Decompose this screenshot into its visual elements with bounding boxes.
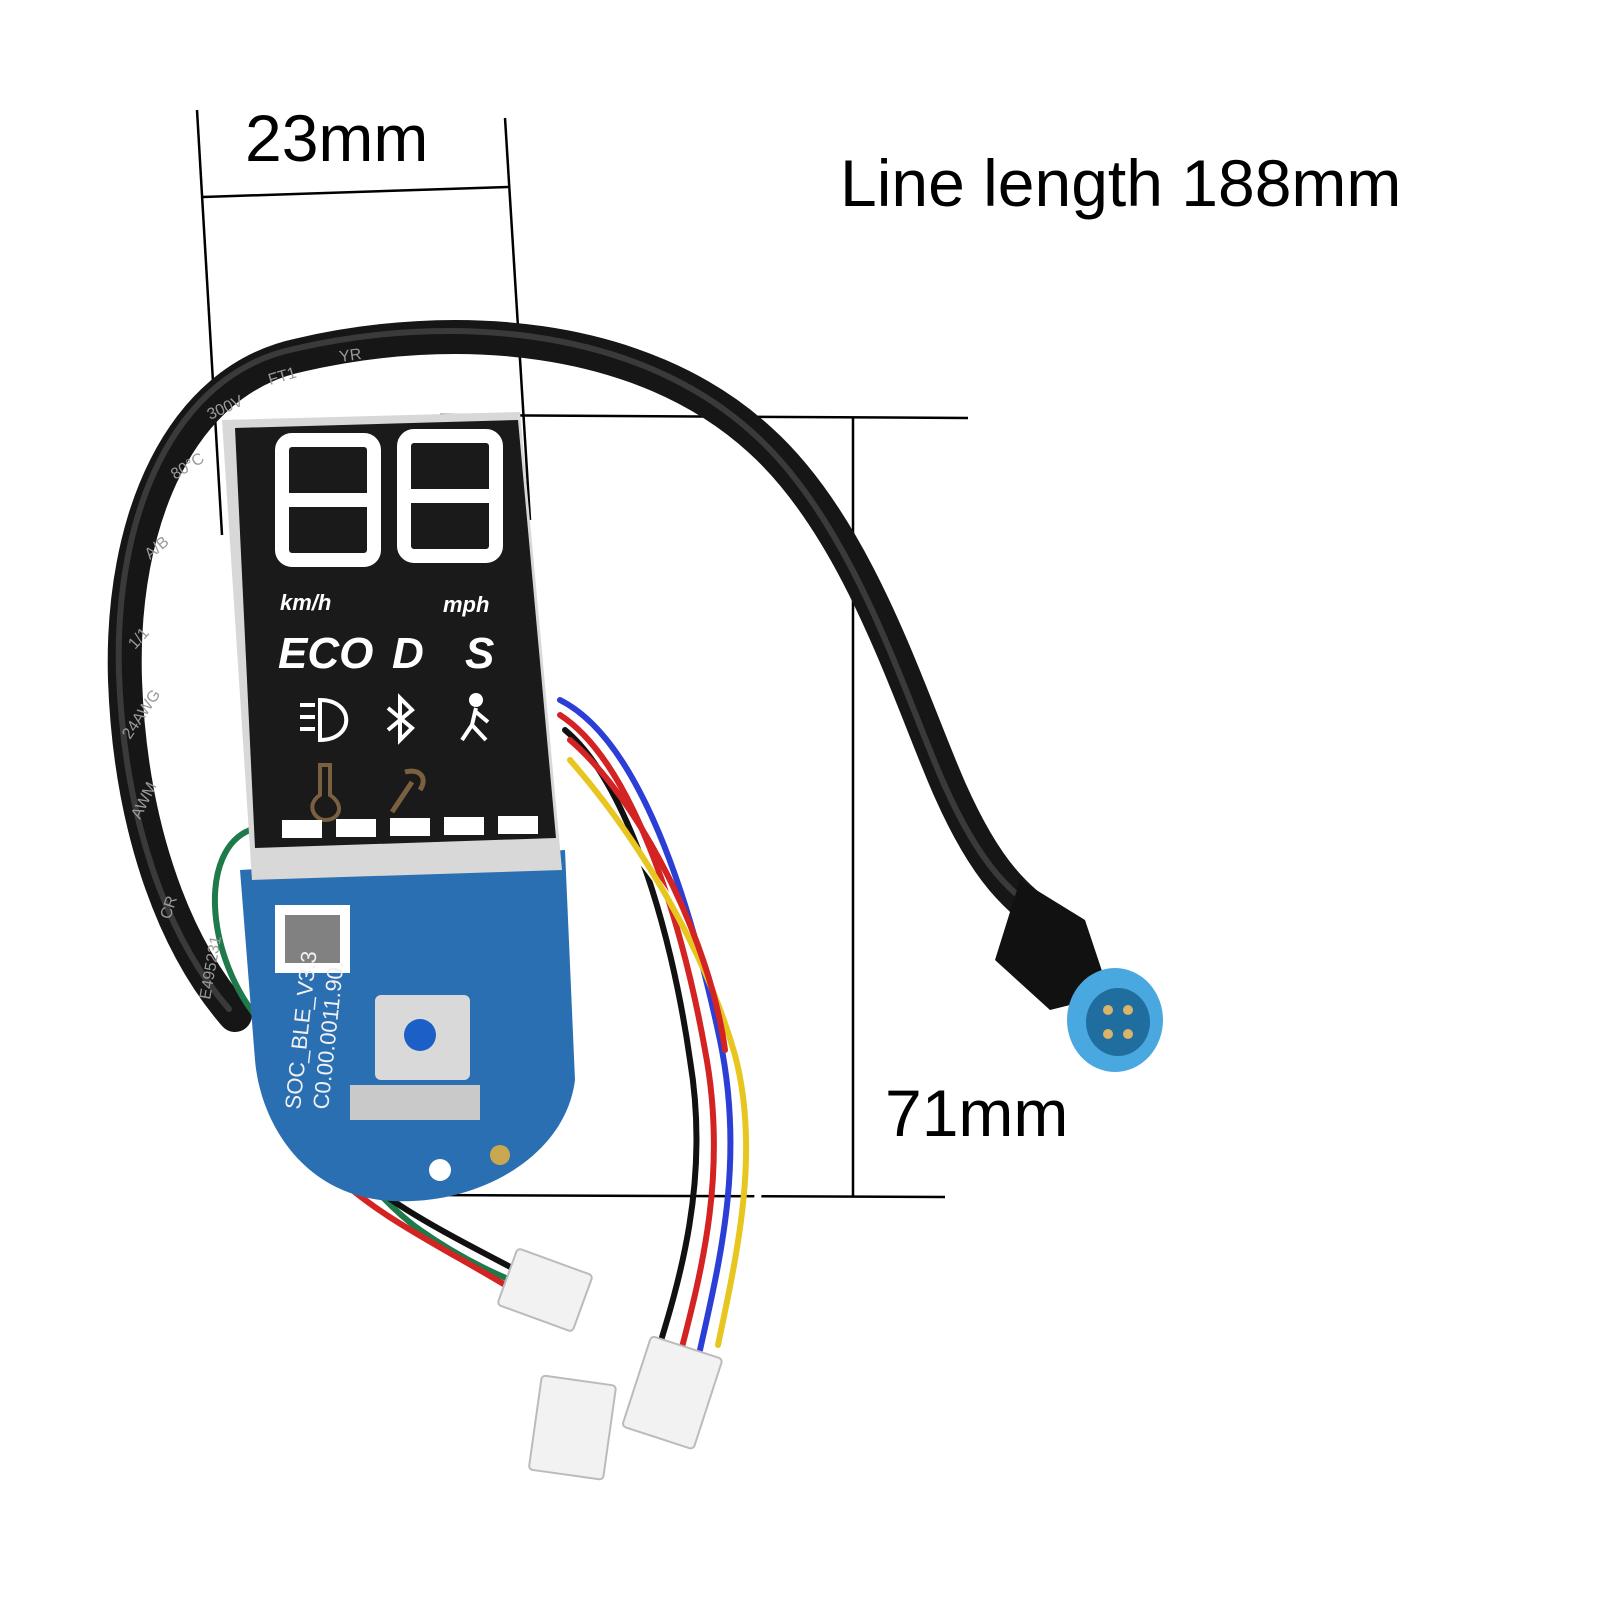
mode-eco: ECO <box>278 629 373 678</box>
battery-segment <box>498 816 538 834</box>
temperature-icon <box>310 763 341 823</box>
round-connector <box>995 880 1163 1072</box>
speed-digits <box>275 429 503 567</box>
bluetooth-icon <box>386 693 415 745</box>
display-panel: 88 km/h mph ECO D S <box>222 412 562 880</box>
white-connectors <box>497 1248 723 1481</box>
cable-print-text: CR <box>158 894 181 921</box>
battery-bar <box>282 816 538 838</box>
unit-mph: mph <box>443 592 489 617</box>
width-dim-line <box>202 185 509 199</box>
height-dimension-label: 71mm <box>885 1076 1069 1150</box>
wrench-icon <box>389 768 426 814</box>
width-ext-right <box>503 117 532 521</box>
line-length-label: Line length 188mm <box>840 146 1402 220</box>
pedestrian-icon <box>460 693 490 742</box>
width-ext-left <box>195 109 224 536</box>
speed-digits-text: 88 <box>390 519 393 521</box>
battery-segment <box>282 820 322 838</box>
mode-s: S <box>465 629 494 678</box>
pcb-board: SOC_BLE_V3.3 C0.00.0011.90. <box>240 850 575 1202</box>
battery-segment <box>390 818 430 836</box>
unit-kmh: km/h <box>280 590 331 615</box>
main-cable <box>107 320 1077 1032</box>
mode-d: D <box>392 629 424 678</box>
cable-print-text: YR <box>338 346 362 366</box>
battery-segment <box>336 819 376 837</box>
battery-segment <box>444 817 484 835</box>
wire-bundle-right <box>557 697 765 1363</box>
width-dimension-label: 23mm <box>245 101 429 175</box>
headlight-icon <box>300 697 349 743</box>
height-ext-bottom <box>419 1193 946 1199</box>
